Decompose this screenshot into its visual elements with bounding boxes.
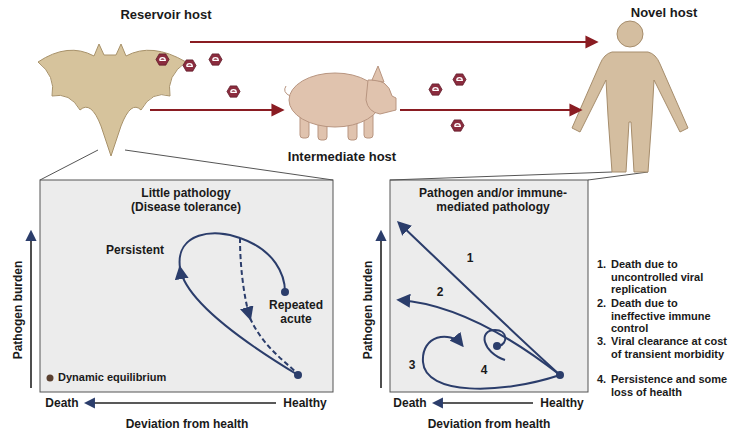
list-text: Persistence and some loss of health bbox=[611, 373, 729, 398]
virus-particle bbox=[156, 54, 466, 131]
legend-dot bbox=[47, 375, 54, 382]
list-text: Viral clearance at cost of transient mor… bbox=[611, 335, 729, 360]
axis-label: Pathogen burden bbox=[11, 261, 25, 360]
axis-arrow bbox=[31, 232, 533, 403]
transmission-arrow bbox=[150, 42, 596, 110]
human-silhouette bbox=[572, 21, 688, 172]
panel-ground bbox=[390, 180, 588, 392]
axis-label: Pathogen burden bbox=[361, 261, 375, 360]
list-number: 1. bbox=[597, 258, 606, 271]
bat-silhouette bbox=[38, 44, 186, 156]
panel-title: Pathogen and/or immune-mediated patholog… bbox=[408, 186, 578, 214]
callout-number: 1 bbox=[467, 251, 474, 265]
list-number: 3. bbox=[597, 335, 606, 348]
list-number: 4. bbox=[597, 373, 606, 386]
pig-silhouette bbox=[285, 66, 396, 140]
equilibrium-dot bbox=[493, 342, 501, 350]
axis-title: Deviation from health bbox=[126, 417, 249, 431]
callout-number: 3 bbox=[409, 358, 416, 372]
list-text: Death due to ineffective immune control bbox=[611, 297, 729, 335]
curve-label: Repeated acute bbox=[265, 298, 327, 326]
axis-label: Death bbox=[45, 396, 78, 410]
trajectory-curve bbox=[399, 223, 560, 389]
panel-ground bbox=[40, 180, 333, 392]
host-label: Novel host bbox=[631, 5, 697, 20]
axis-label: Death bbox=[393, 396, 426, 410]
legend-text: Dynamic equilibrium bbox=[58, 371, 166, 384]
panel-title: Little pathology (Disease tolerance) bbox=[121, 186, 251, 214]
host-label: Reservoir host bbox=[120, 7, 211, 22]
host-label: Intermediate host bbox=[288, 149, 396, 164]
callout-number: 4 bbox=[481, 363, 488, 377]
list-text: Death due to uncontrolled viral replicat… bbox=[611, 258, 729, 296]
list-number: 2. bbox=[597, 297, 606, 310]
axis-label: Healthy bbox=[283, 396, 326, 410]
curve-label: Persistent bbox=[106, 243, 164, 257]
panel: Pathogen and/or immune-mediated patholog… bbox=[390, 180, 588, 392]
panel: Little pathology (Disease tolerance) Pers… bbox=[40, 180, 333, 392]
axis-title: Deviation from health bbox=[428, 417, 551, 431]
axis-label: Healthy bbox=[540, 396, 583, 410]
healthy-dot bbox=[556, 371, 564, 379]
equilibrium-dot bbox=[281, 288, 289, 296]
healthy-dot bbox=[294, 371, 302, 379]
callout-number: 2 bbox=[437, 285, 444, 299]
